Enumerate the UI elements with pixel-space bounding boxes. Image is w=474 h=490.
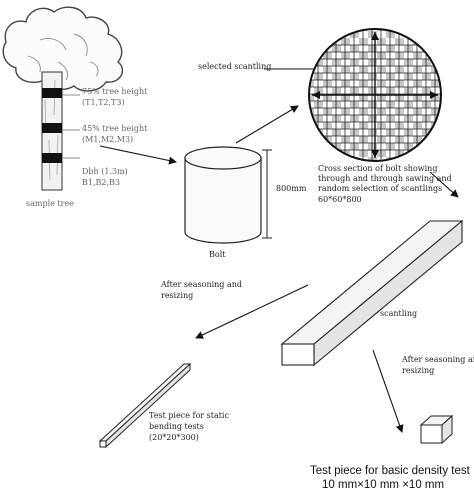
seasoning-label-right-2: resizing	[402, 366, 435, 375]
static-piece-caption-2: bending tests	[149, 422, 204, 431]
arrow-tree-to-bolt	[99, 145, 177, 165]
tree-75-codes: (T1,T2,T3)	[82, 98, 125, 107]
selected-scantling-label: selected scantling	[198, 62, 272, 71]
top-fragment-text: -- ---- - ---	[198, 0, 233, 4]
bolt-length-label: 800mm	[276, 184, 307, 193]
cross-section-caption-3: random selection of scantlings	[318, 184, 443, 193]
sample-tree-label: sample tree	[26, 199, 74, 208]
seasoning-label-right-1: After seasoning and	[402, 355, 474, 364]
seasoning-label-left-1: After seasoning and	[161, 280, 243, 289]
static-piece-dimensions: (20*20*300)	[149, 433, 199, 442]
density-piece-dimensions: 10 mm×10 mm ×10 mm	[322, 479, 445, 490]
density-piece-caption: Test piece for basic density test	[310, 465, 470, 477]
arrow-section-to-scantling	[429, 171, 459, 198]
scantling-bar-icon	[280, 219, 464, 367]
cross-section-disc-icon	[308, 28, 442, 162]
dbh-codes: B1,B2,B3	[82, 178, 120, 187]
disc-dbh-marker	[42, 153, 62, 163]
static-test-piece-icon	[98, 362, 192, 449]
arrow-bolt-to-section	[235, 105, 299, 144]
arrow-to-static-piece	[195, 284, 309, 339]
tree-crown-icon	[2, 6, 124, 92]
density-cube-icon	[419, 414, 454, 445]
dbh-label: Dbh (1.3m)	[82, 167, 128, 176]
tree-45-codes: (M1,M2,M3)	[82, 135, 134, 144]
seasoning-label-left-2: resizing	[161, 291, 194, 300]
cross-section-caption-1: Cross section of bolt showing	[318, 164, 438, 173]
static-piece-caption-1: Test piece for static	[149, 411, 229, 420]
bolt-cylinder-icon	[184, 146, 262, 244]
tree-75-label: 75% tree height	[82, 87, 148, 96]
tree-45-label: 45% tree height	[82, 124, 148, 133]
disc-45-marker	[42, 123, 62, 133]
tree-trunk-icon	[41, 71, 63, 191]
cross-section-caption-2: through and through sawing and	[318, 174, 452, 183]
disc-75-marker	[42, 88, 62, 98]
cross-section-dimensions: 60*60*800	[318, 195, 362, 204]
arrow-to-density-cube	[372, 349, 404, 433]
bolt-length-dimension	[262, 149, 272, 239]
scantling-label: scantling	[380, 309, 418, 318]
bolt-label: Bolt	[209, 250, 226, 259]
